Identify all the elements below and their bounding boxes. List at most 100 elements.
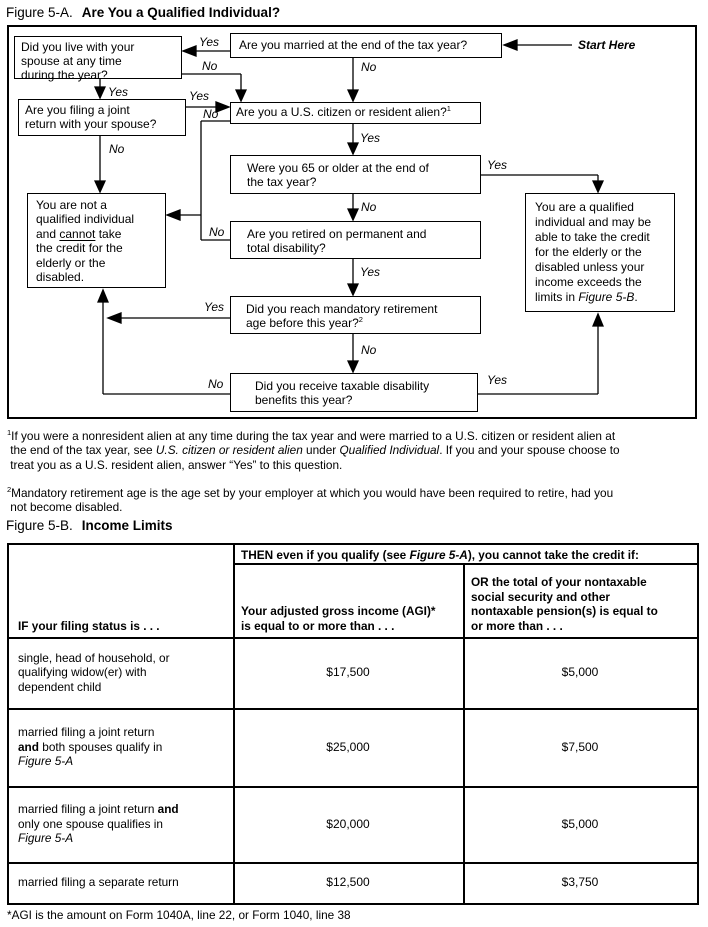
figure-5a-title-text: Are You a Qualified Individual? [81, 5, 281, 20]
box-line: age before this year?2 [246, 316, 474, 330]
box-line: able to take the credit [535, 230, 650, 244]
bold-word: and [18, 739, 39, 754]
box-line: spouse at any time [21, 54, 122, 69]
table-header-agi: Your adjusted gross income (AGI)*is equa… [233, 563, 463, 637]
figure-5a-reference: Figure 5-A [18, 754, 74, 769]
text-segment: single, head of household, or [18, 650, 170, 665]
underlined-word: cannot [59, 226, 96, 241]
text-segment: limits in [535, 290, 579, 304]
column-header-label: IF your filing status is . . . [18, 618, 160, 633]
column-header-label: Your adjusted gross income (AGI)*is equa… [241, 604, 435, 633]
box-line: the credit for the [36, 241, 123, 256]
figure-5a-reference: Figure 5-A [409, 547, 468, 562]
pension-value: $3,750 [561, 875, 599, 890]
box-line: Were you 65 or older at the end of [247, 161, 429, 175]
text-segment: If you were a nonresident alien at any t… [11, 429, 616, 443]
text-segment: the end of the tax year, see [7, 443, 156, 458]
box-line: You are a qualified [535, 200, 634, 214]
text-segment: or more than . . . [471, 618, 563, 633]
text-segment: is equal to or more than . . . [241, 618, 395, 633]
table-hline-row3 [9, 862, 697, 864]
box-line: and cannot take [36, 227, 157, 241]
income-limits-table: THEN even if you qualify (see Figure 5-A… [7, 543, 699, 905]
box-filing-joint-return: Are you filing a joint return with your … [18, 99, 186, 136]
text-segment: both spouses qualify in [38, 739, 163, 754]
box-line: during the year? [21, 68, 108, 83]
table-row-status-separate: married filing a separate return [9, 862, 233, 903]
text-segment: only one spouse qualifies in [18, 816, 163, 831]
box-married: Are you married at the end of the tax ye… [230, 33, 502, 58]
text-segment: OR the total of your nontaxable [471, 575, 647, 589]
text-segment: dependent child [18, 679, 102, 694]
text-segment: and [36, 226, 60, 241]
box-line: individual and may be [535, 215, 652, 229]
footnote-ref-1: 1 [446, 104, 451, 113]
figure-5b-title-prefix: Figure 5-B. [6, 518, 73, 533]
box-line: You are not a [36, 198, 107, 212]
text-segment: . [634, 290, 638, 304]
box-line: Did you live with your [21, 40, 135, 54]
bold-word: and [157, 802, 179, 817]
figure-5b-reference: Figure 5-B [578, 290, 635, 304]
box-line: Are you retired on permanent and [247, 227, 427, 241]
box-line: benefits this year? [255, 393, 353, 408]
text-segment: . If you and your spouse choose to [439, 443, 620, 458]
text-segment: treat you as a U.S. resident alien, answ… [7, 457, 343, 472]
text-segment: nontaxable pension(s) is equal to [471, 604, 658, 618]
table-vline-col2 [463, 563, 465, 903]
text-segment: under [302, 443, 340, 458]
box-line: income exceeds the [535, 275, 642, 289]
text-segment: qualifying widow(er) with [18, 665, 147, 680]
text-segment: not become disabled. [7, 500, 123, 515]
text-segment: age before this year? [246, 316, 359, 331]
box-line: Are you married at the end of the tax ye… [239, 38, 468, 52]
table-hline-row2 [9, 786, 697, 788]
box-line: limits in Figure 5-B. [535, 290, 668, 305]
agi-value: $12,500 [326, 875, 370, 890]
agi-value: $20,000 [326, 816, 370, 831]
flowchart-frame [7, 25, 697, 419]
figure-5b-title: Figure 5-B. Income Limits [6, 518, 173, 533]
box-not-qualified: You are not a qualified individual and c… [27, 193, 166, 288]
box-line: Did you reach mandatory retirement [246, 302, 438, 316]
table-vline-col1 [233, 545, 235, 903]
box-us-citizen: Are you a U.S. citizen or resident alien… [230, 102, 481, 124]
pension-value: $5,000 [561, 665, 599, 680]
box-qualified: You are a qualified individual and may b… [525, 193, 675, 312]
box-line: disabled. [36, 270, 85, 285]
pension-value: $7,500 [561, 739, 599, 754]
footnote-1-ref: 1 [7, 428, 12, 438]
figure-5a-reference: Figure 5-A [18, 831, 74, 846]
box-line: Are you filing a joint [25, 103, 130, 117]
agi-footnote: *AGI is the amount on Form 1040A, line 2… [7, 908, 351, 922]
footnote-ref-2: 2 [358, 315, 363, 325]
box-lived-with-spouse: Did you live with your spouse at any tim… [14, 36, 182, 83]
italic-term: U.S. citizen or resident alien [155, 443, 303, 458]
table-hline-then [233, 563, 697, 565]
agi-value: $17,500 [326, 665, 370, 680]
text-segment: Mandatory retirement age is the age set … [11, 486, 614, 500]
box-line: disabled unless your [535, 260, 645, 274]
text-segment: Your adjusted gross income (AGI)* [241, 604, 436, 618]
figure-5b-title-text: Income Limits [81, 518, 173, 533]
pension-value: $5,000 [561, 816, 599, 831]
text-segment: take [95, 226, 122, 241]
box-taxable-disability-benefits: Did you receive taxable disability benef… [230, 373, 478, 412]
text-segment: ), you cannot take the credit if: [467, 547, 639, 562]
italic-term: Qualified Individual [339, 443, 440, 458]
box-retired-disability: Are you retired on permanent and total d… [230, 221, 481, 259]
text-segment: social security and other [471, 589, 610, 604]
box-age-65: Were you 65 or older at the end of the t… [230, 155, 481, 194]
footnote-2: 2Mandatory retirement age is the age set… [7, 486, 705, 515]
box-line: Did you receive taxable disability [255, 379, 430, 393]
footnote-1: 1If you were a nonresident alien at any … [7, 429, 705, 472]
footnote-2-ref: 2 [7, 485, 12, 495]
box-line: Are you a U.S. citizen or resident alien… [236, 105, 447, 119]
